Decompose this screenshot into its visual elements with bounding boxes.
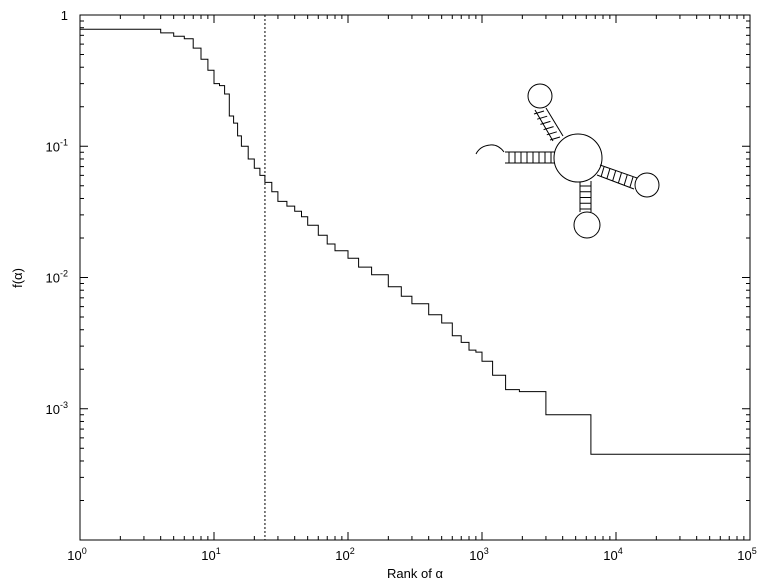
rna-hairpin-top: [527, 83, 553, 109]
y-tick-label: 10-1: [46, 137, 68, 154]
x-tick-label: 105: [737, 546, 756, 563]
rna-base-pair: [540, 120, 551, 125]
rna-base-pair: [612, 170, 617, 182]
rna-base-pair: [543, 126, 554, 131]
x-axis-label: Rank of α: [387, 566, 443, 581]
x-tick-base: 10: [737, 548, 751, 563]
rna-base-pair: [546, 131, 557, 136]
x-tick-label: 102: [335, 546, 354, 563]
x-tick-exp: 0: [82, 546, 87, 556]
y-tick-base: 10: [46, 402, 60, 417]
y-tick-label: 1: [61, 8, 68, 23]
x-tick-base: 10: [469, 548, 483, 563]
rna-base-pair: [629, 176, 634, 188]
rna-hairpin-right: [634, 172, 660, 198]
series-layer: [80, 28, 750, 455]
rna-hairpin-bottom: [573, 211, 601, 239]
y-tick-exp: -2: [60, 269, 68, 279]
y-axis-ticks: 110-110-210-3: [46, 8, 750, 541]
x-tick-exp: 3: [484, 546, 489, 556]
rna-base-pair: [623, 174, 628, 186]
x-tick-exp: 2: [350, 546, 355, 556]
rna-base-pair: [533, 110, 545, 115]
rna-base-pair: [600, 166, 605, 178]
x-tick-exp: 1: [216, 546, 221, 556]
y-tick-text: 1: [61, 8, 68, 23]
rna-base-pair: [549, 136, 561, 141]
x-tick-exp: 5: [752, 546, 757, 556]
y-tick-base: 10: [46, 139, 60, 154]
plot-frame: [79, 14, 751, 541]
series-line: [80, 28, 750, 455]
rna-base-pair: [606, 168, 611, 180]
x-tick-base: 10: [603, 548, 617, 563]
rna-base-pair: [537, 115, 548, 120]
x-tick-base: 10: [335, 548, 349, 563]
x-tick-label: 104: [603, 546, 622, 563]
y-axis-label: f(α): [10, 268, 25, 288]
x-tick-label: 103: [469, 546, 488, 563]
rna-base-pair: [617, 172, 622, 184]
rna-multiloop: [553, 133, 603, 183]
rna-structure-inset: [475, 83, 660, 239]
x-tick-base: 10: [67, 548, 81, 563]
x-tick-label: 101: [201, 546, 220, 563]
y-tick-exp: -3: [60, 400, 68, 410]
rna-tail: [475, 144, 505, 155]
x-tick-label: 100: [67, 546, 86, 563]
y-tick-exp: -1: [60, 137, 68, 147]
y-tick-label: 10-2: [46, 269, 68, 286]
y-tick-base: 10: [46, 271, 60, 286]
x-tick-base: 10: [201, 548, 215, 563]
x-tick-exp: 4: [618, 546, 623, 556]
y-tick-label: 10-3: [46, 400, 68, 417]
